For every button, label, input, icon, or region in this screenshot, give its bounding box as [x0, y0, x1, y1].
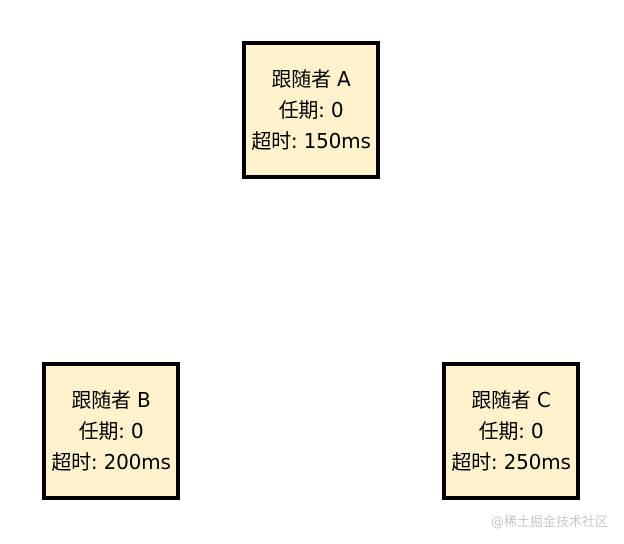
watermark-text: @稀土掘金技术社区 [490, 515, 608, 530]
node-timeout-label: 超时: 150ms [251, 128, 371, 153]
node-timeout-label: 超时: 200ms [51, 449, 171, 474]
node-role-label: 跟随者 B [71, 387, 151, 412]
node-term-label: 任期: 0 [78, 418, 144, 443]
node-role-label: 跟随者 C [471, 387, 551, 412]
follower-node-a: 跟随者 A 任期: 0 超时: 150ms [242, 41, 380, 179]
node-term-label: 任期: 0 [478, 418, 544, 443]
follower-node-b: 跟随者 B 任期: 0 超时: 200ms [42, 362, 180, 500]
node-role-label: 跟随者 A [271, 66, 351, 91]
node-term-label: 任期: 0 [278, 97, 344, 122]
follower-node-c: 跟随者 C 任期: 0 超时: 250ms [442, 362, 580, 500]
node-timeout-label: 超时: 250ms [451, 449, 571, 474]
